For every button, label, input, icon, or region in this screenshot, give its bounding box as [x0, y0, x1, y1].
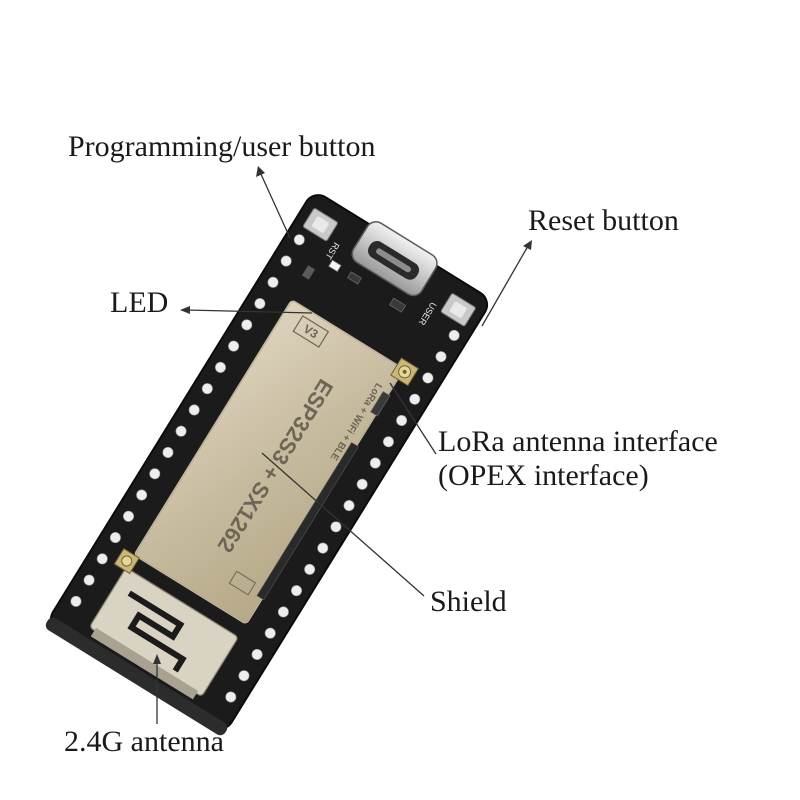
- label-lora-antenna-line2: (OPEX interface): [438, 459, 649, 492]
- header-pin: [330, 521, 342, 533]
- pin-row-right: [225, 329, 460, 703]
- header-pin: [369, 457, 381, 469]
- leader-lines: [153, 166, 532, 724]
- pin-row-left: [70, 234, 305, 607]
- leader-led: [185, 309, 313, 314]
- header-pin: [277, 606, 289, 618]
- label-shield: Shield: [430, 585, 507, 618]
- header-pin: [267, 276, 279, 288]
- header-pin: [136, 489, 148, 501]
- header-pin: [149, 468, 161, 480]
- pcb-board: ESP32S3 + SX1262 LoRa + WiFi + BLE V3: [45, 194, 489, 736]
- header-pin: [254, 298, 266, 310]
- label-lora-antenna-line1: LoRa antenna interface: [438, 425, 718, 458]
- header-pin: [291, 585, 303, 597]
- header-pin: [422, 372, 434, 384]
- header-pin: [251, 648, 263, 660]
- header-pin: [280, 255, 292, 267]
- header-pin: [201, 383, 213, 395]
- antenna-2-4g: [90, 568, 238, 700]
- header-pin: [382, 436, 394, 448]
- shield-can: ESP32S3 + SX1262 LoRa + WiFi + BLE V3: [134, 300, 404, 624]
- header-pin: [238, 670, 250, 682]
- leader-shield: [261, 452, 425, 597]
- header-pin: [343, 500, 355, 512]
- header-pin: [225, 691, 237, 703]
- wifi-ufl-connector: [113, 547, 140, 575]
- header-pin: [123, 510, 135, 522]
- header-pin: [317, 542, 329, 554]
- header-pin: [264, 627, 276, 639]
- leader-reset-button: [481, 245, 529, 327]
- header-pin: [188, 404, 200, 416]
- onboard-led: [328, 259, 342, 273]
- header-pin: [162, 446, 174, 458]
- header-pin: [175, 425, 187, 437]
- user-button: [440, 293, 476, 327]
- header-pin: [356, 478, 368, 490]
- leader-programming-button: [259, 171, 291, 239]
- header-pin: [293, 234, 305, 246]
- label-programming-button: Programming/user button: [68, 130, 375, 163]
- rst-button: [302, 208, 338, 242]
- header-pin: [304, 563, 316, 575]
- header-pin: [228, 340, 240, 352]
- header-pin: [435, 351, 447, 363]
- lora-ufl-connector: [390, 357, 420, 387]
- header-pin: [70, 595, 82, 607]
- label-2-4g-antenna: 2.4G antenna: [64, 725, 224, 758]
- header-pin: [214, 361, 226, 373]
- header-pin: [448, 329, 460, 341]
- usb-c-connector: [351, 221, 438, 297]
- label-reset-button: Reset button: [528, 204, 679, 237]
- header-pin: [83, 574, 95, 586]
- header-pin: [96, 553, 108, 565]
- header-pin: [109, 532, 121, 544]
- header-pin: [396, 414, 408, 426]
- label-led: LED: [110, 286, 168, 319]
- header-pin: [241, 319, 253, 331]
- version-tag-text: V3: [301, 322, 321, 342]
- header-pin: [409, 393, 421, 405]
- leader-lora-antenna: [389, 382, 437, 455]
